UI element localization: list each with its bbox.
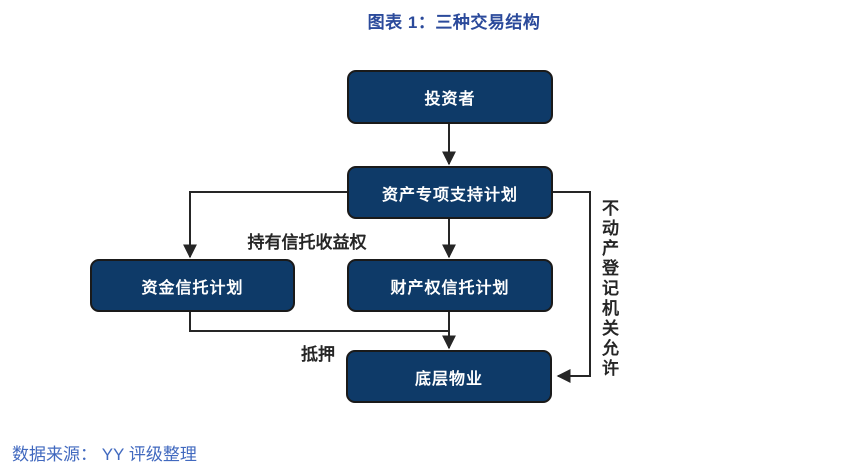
- node-asset-special-support-plan: 资产专项支持计划: [347, 166, 553, 219]
- node-capital-trust-plan: 资金信托计划: [90, 259, 295, 312]
- arrow-absp-to-underlying-right: [552, 191, 591, 383]
- node-investor: 投资者: [347, 70, 553, 124]
- data-source-note: 数据来源： YY 评级整理: [12, 445, 197, 464]
- node-underlying-property: 底层物业: [346, 350, 552, 403]
- figure-title: 图表 1：三种交易结构: [367, 13, 541, 32]
- arrow-absp-to-capital-trust: [183, 191, 347, 259]
- edge-label-hold-trust-beneficiary-rights: 持有信托收益权: [247, 233, 367, 252]
- node-property-right-trust-plan: 财产权信托计划: [347, 259, 553, 312]
- edge-label-registration-authority-permission: 不动产登记机关允许: [599, 199, 618, 379]
- line-capital-trust-mortgage: [189, 312, 449, 332]
- edge-label-mortgage: 抵押: [301, 345, 335, 364]
